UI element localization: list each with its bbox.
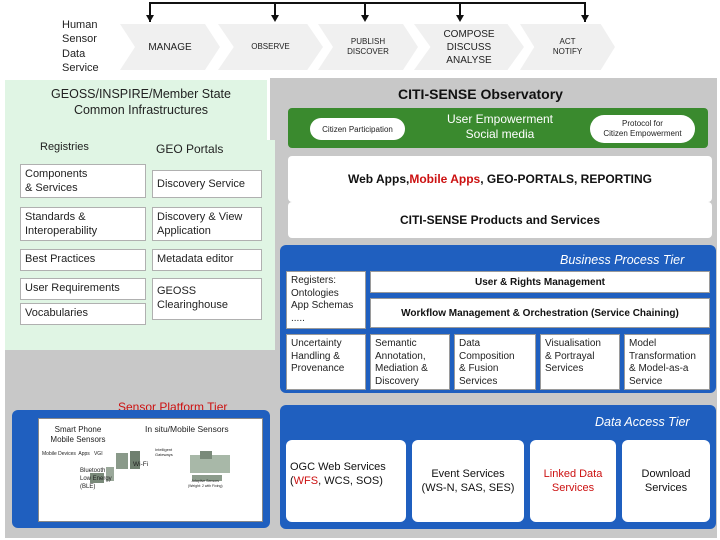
download-services-label: Download Services: [641, 467, 691, 494]
geoss-item-clearinghouse: GEOSS Clearinghouse: [152, 278, 262, 320]
step-manage: MANAGE: [120, 24, 220, 70]
ogc-services-title: OGC Web Services: [290, 461, 386, 473]
workflow-box: Workflow Management & Orchestration (Ser…: [370, 298, 710, 328]
web-apps-prefix: Web Apps,: [347, 172, 410, 186]
download-services-box: Download Services: [622, 440, 710, 522]
sensor-device-images: [90, 451, 230, 483]
step-observe: OBSERVE: [218, 24, 323, 70]
citizen-participation: Citizen Participation: [310, 118, 405, 140]
geoss-item-discovery-service: Discovery Service: [152, 170, 262, 198]
geoss-item-standards: Standards & Interoperability: [20, 207, 146, 241]
step-publish-discover: PUBLISH DISCOVER: [318, 24, 418, 70]
insitu-label: In situ/Mobile Sensors: [145, 424, 229, 434]
business-data-composition: Data Composition & Fusion Services: [454, 334, 536, 390]
process-flow-bracket: [146, 2, 589, 22]
geoss-item-best-practices: Best Practices: [20, 249, 146, 271]
business-model-transformation: Model Transformation & Model-as-a Servic…: [624, 334, 710, 390]
products-services-label: CITI-SENSE Products and Services: [399, 213, 601, 227]
data-access-title: Data Access Tier: [595, 415, 690, 429]
smartphone-label: Smart Phone Mobile Sensors: [50, 425, 106, 445]
wifi-label: Wi-Fi: [133, 461, 149, 468]
ogc-services-list: (WFS, WCS, SOS): [290, 474, 402, 488]
user-empowerment: User Empowerment Social media: [446, 112, 554, 141]
business-tier-title: Business Process Tier: [560, 253, 685, 267]
products-services-band: CITI-SENSE Products and Services: [288, 202, 712, 238]
web-apps-suffix: , GEO-PORTALS, REPORTING: [480, 172, 653, 186]
user-rights-label: User & Rights Management: [474, 276, 606, 288]
geoss-item-vocabularies: Vocabularies: [20, 303, 146, 325]
mobile-apps-highlight: Mobile Apps: [409, 172, 481, 186]
workflow-label: Workflow Management & Orchestration (Ser…: [401, 307, 679, 319]
registries-label: Registries: [40, 141, 89, 153]
geoss-item-metadata-editor: Metadata editor: [152, 249, 262, 271]
event-services-box: Event Services (WS-N, SAS, SES): [412, 440, 524, 522]
step-act-notify: ACT NOTIFY: [520, 24, 615, 70]
protocol-citizen-empowerment: Protocol for Citizen Empowerment: [590, 115, 695, 143]
geo-portals-label: GEO Portals: [156, 142, 224, 156]
ogc-open-paren: (: [290, 475, 294, 488]
business-uncertainty: Uncertainty Handling & Provenance: [286, 334, 366, 390]
registers-box: Registers: Ontologies App Schemas .....: [286, 271, 366, 329]
observatory-title: CITI-SENSE Observatory: [398, 86, 563, 102]
business-semantic: Semantic Annotation, Mediation & Discove…: [370, 334, 450, 390]
linked-data-label: Linked Data Services: [543, 467, 603, 494]
business-visualisation: Visualisation & Portrayal Services: [540, 334, 620, 390]
bluetooth-label: Bluetooth Low Energy (BLE): [80, 468, 112, 491]
linked-data-box: Linked Data Services: [530, 440, 616, 522]
ogc-wfs: WFS: [293, 475, 319, 488]
geoss-title: GEOSS/INSPIRE/Member State Common Infras…: [51, 87, 231, 118]
mobile-devices-row: Mobile Devices Apps VGI: [42, 451, 103, 457]
human-sensor-label: Human Sensor Data Service: [62, 19, 99, 74]
web-apps-line: Web Apps, Mobile Apps , GEO-PORTALS, REP…: [288, 156, 712, 202]
step-compose-discuss-analyse: COMPOSE DISCUSS ANALYSE: [414, 24, 524, 70]
ogc-services-box: OGC Web Services (WFS, WCS, SOS): [286, 440, 406, 522]
geoss-item-components: Components & Services: [20, 164, 146, 198]
geoss-item-discovery-view: Discovery & View Application: [152, 207, 262, 241]
geoss-item-user-requirements: User Requirements: [20, 278, 146, 300]
adaptive-sensors-label: Adaptive Sensors (Weight: 2 with Fixing): [188, 479, 223, 488]
user-rights-box: User & Rights Management: [370, 271, 710, 293]
event-services-label: Event Services (WS-N, SAS, SES): [421, 467, 515, 494]
ogc-rest: , WCS, SOS): [318, 475, 383, 488]
intelligent-gateways-label: Intelligent Gateways: [155, 447, 173, 458]
